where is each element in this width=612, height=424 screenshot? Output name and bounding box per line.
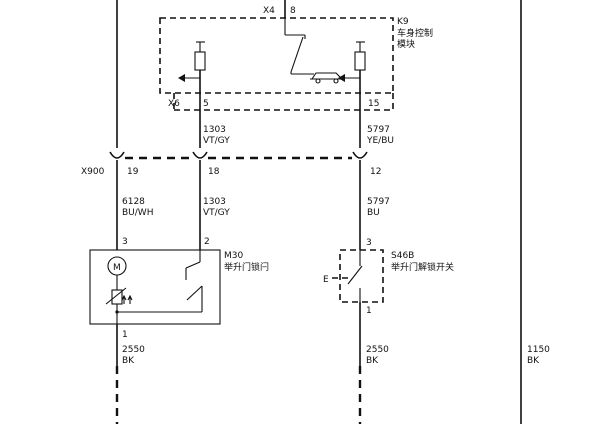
k9-module-id: K9: [397, 17, 409, 27]
connector-x900-pin-12-symbol: [352, 151, 368, 159]
m30-pin-1-label: 1: [122, 330, 128, 340]
connector-x900-pin-12-label: 12: [370, 167, 381, 177]
svg-text:5797: 5797: [367, 125, 390, 135]
svg-text:VT/GY: VT/GY: [203, 208, 230, 218]
wire-1303-upper-label: 1303 VT/GY: [203, 125, 230, 146]
connector-x900-pin-19-label: 19: [127, 167, 139, 177]
svg-text:BK: BK: [527, 356, 540, 366]
k9-connector-x6-label: X6: [168, 99, 180, 109]
m30-name: 举升门锁闩: [224, 261, 269, 273]
wire-5797-lower-label: 5797 BU: [367, 197, 390, 218]
k9-module-outline: [159, 17, 394, 94]
m30-id: M30: [224, 251, 243, 261]
m30-outline: [89, 249, 221, 325]
svg-text:VT/GY: VT/GY: [203, 136, 230, 146]
s46b-actuator-symbol: E: [323, 275, 329, 285]
k9-right-arrow-icon: [338, 74, 345, 82]
k9-connector-x4-pin-label: 8: [290, 6, 296, 16]
k9-right-input-branch: [338, 41, 366, 110]
svg-text:2550: 2550: [122, 345, 145, 355]
svg-text:BK: BK: [366, 356, 379, 366]
vehicle-icon: [310, 72, 344, 84]
motor-symbol: M: [113, 263, 121, 273]
svg-text:YE/BU: YE/BU: [366, 136, 394, 146]
svg-text:6128: 6128: [122, 197, 145, 207]
svg-text:1303: 1303: [203, 125, 226, 135]
svg-text:1150: 1150: [527, 345, 550, 355]
k9-pin-5-label: 5: [203, 99, 209, 109]
connector-x900-pin-18-symbol: [192, 151, 208, 159]
s46b-name: 举升门解锁开关: [391, 261, 454, 273]
connector-x900-label: X900: [81, 167, 105, 177]
wire-6128-label: 6128 BU/WH: [122, 197, 153, 218]
svg-text:5797: 5797: [367, 197, 390, 207]
s46b-outline: [339, 249, 384, 303]
k9-left-output-branch: [178, 41, 206, 110]
m30-liftgate-latch: 3 2 M30 举升门锁闩 M 1: [89, 237, 269, 340]
wire-2550-left-label: 2550 BK: [122, 345, 145, 366]
wire-2550-right-label: 2550 BK: [366, 345, 389, 366]
k9-module: X4 8 K9 车身控制 模块 X6 5 15: [159, 0, 433, 111]
k9-module-name-line2: 模块: [397, 38, 415, 50]
connector-x900-pin-19-symbol: [109, 151, 125, 159]
m30-pin-3-label: 3: [122, 237, 128, 247]
k9-left-resistor: [194, 51, 206, 71]
wire-5797-upper-label: 5797 YE/BU: [366, 125, 394, 146]
k9-connector-x4-label: X4: [263, 6, 275, 16]
k9-internal-switch: [284, 0, 314, 75]
s46b-pin-1-label: 1: [366, 306, 372, 316]
wire-1303-lower-label: 1303 VT/GY: [203, 197, 230, 218]
connector-x900: X900 19 18 12: [81, 151, 381, 177]
connector-x900-pin-18-label: 18: [208, 167, 220, 177]
wire-1150-label: 1150 BK: [527, 345, 550, 366]
k9-left-arrow-icon: [178, 74, 185, 82]
s46b-pin-3-label: 3: [366, 238, 372, 248]
s46b-id: S46B: [391, 251, 414, 261]
svg-text:BU/WH: BU/WH: [122, 208, 153, 218]
k9-module-name-line1: 车身控制: [397, 27, 433, 39]
s46b-liftgate-unlock-switch: 3 S46B 举升门解锁开关 E 1: [323, 238, 454, 316]
svg-text:1303: 1303: [203, 197, 226, 207]
k9-pin-15-label: 15: [368, 99, 379, 109]
m30-pin-2-label: 2: [204, 237, 210, 247]
svg-text:2550: 2550: [366, 345, 389, 355]
k9-right-resistor: [354, 51, 366, 71]
svg-text:BU: BU: [367, 208, 380, 218]
svg-text:BK: BK: [122, 356, 135, 366]
